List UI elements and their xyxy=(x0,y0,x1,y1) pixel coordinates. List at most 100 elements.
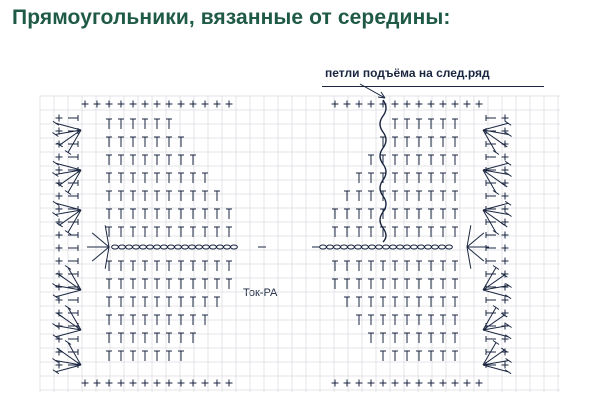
chain-stitch xyxy=(223,244,231,250)
chain-stitch xyxy=(111,244,119,250)
double-crochet-stitch xyxy=(368,208,374,219)
double-crochet-stitch xyxy=(404,226,410,237)
double-crochet-stitch xyxy=(485,297,496,303)
double-crochet-stitch xyxy=(440,154,446,165)
single-crochet-stitch xyxy=(153,379,161,387)
fan-stroke xyxy=(492,230,500,235)
double-crochet-stitch xyxy=(214,278,220,289)
fan-stroke xyxy=(55,129,82,136)
chain-stitch xyxy=(132,244,140,250)
chain-stitch xyxy=(403,244,411,250)
double-crochet-stitch xyxy=(118,278,124,289)
double-crochet-stitch xyxy=(166,118,172,129)
fan-stroke xyxy=(52,334,60,340)
single-crochet-stitch xyxy=(55,309,63,317)
double-crochet-stitch xyxy=(142,314,148,325)
single-crochet-stitch xyxy=(81,100,89,108)
double-crochet-stitch xyxy=(226,226,232,237)
double-crochet-stitch xyxy=(368,172,374,183)
double-crochet-stitch xyxy=(428,172,434,183)
fan-stroke xyxy=(55,162,82,171)
fan-stroke xyxy=(67,129,82,153)
fan-stroke xyxy=(52,172,59,177)
double-crochet-stitch xyxy=(106,154,112,165)
single-crochet-stitch xyxy=(331,379,339,387)
double-crochet-stitch xyxy=(344,190,350,201)
chain-stitch xyxy=(354,244,362,250)
fan-stroke xyxy=(52,132,59,137)
double-crochet-stitch xyxy=(452,118,458,129)
double-crochet-stitch xyxy=(130,118,136,129)
double-crochet-stitch xyxy=(428,136,434,147)
double-crochet-stitch xyxy=(428,154,434,165)
double-crochet-stitch xyxy=(154,190,160,201)
double-crochet-stitch xyxy=(428,350,434,361)
single-crochet-stitch xyxy=(189,379,197,387)
double-crochet-stitch xyxy=(368,154,374,165)
single-crochet-stitch xyxy=(225,100,233,108)
double-crochet-stitch xyxy=(154,314,160,325)
double-crochet-stitch xyxy=(202,172,208,183)
single-crochet-stitch xyxy=(427,100,435,108)
double-crochet-stitch xyxy=(485,310,496,316)
double-crochet-stitch xyxy=(440,136,446,147)
double-crochet-stitch xyxy=(118,260,124,271)
double-crochet-stitch xyxy=(202,296,208,307)
single-crochet-stitch xyxy=(55,153,63,161)
single-crochet-stitch xyxy=(105,379,113,387)
left-rectangle-chart xyxy=(52,100,238,387)
double-crochet-stitch xyxy=(118,190,124,201)
fan-stroke xyxy=(52,294,60,300)
corner-fan xyxy=(482,120,512,155)
fan-stroke xyxy=(492,265,500,270)
double-crochet-stitch xyxy=(485,271,496,277)
double-crochet-stitch xyxy=(485,245,496,251)
fan-stroke xyxy=(504,120,512,126)
single-crochet-stitch xyxy=(213,100,221,108)
double-crochet-stitch xyxy=(368,260,374,271)
single-crochet-stitch xyxy=(501,348,509,356)
chain-stitch xyxy=(431,244,439,250)
fan-stroke xyxy=(64,150,72,155)
single-crochet-stitch xyxy=(331,100,339,108)
fan-stroke xyxy=(55,329,82,338)
chain-stitch xyxy=(368,244,376,250)
fan-stroke xyxy=(492,305,500,310)
double-crochet-stitch xyxy=(344,278,350,289)
single-crochet-stitch xyxy=(403,379,411,387)
double-crochet-stitch xyxy=(356,296,362,307)
fan-stroke xyxy=(504,334,512,340)
double-crochet-stitch xyxy=(166,226,172,237)
double-crochet-stitch xyxy=(226,278,232,289)
double-crochet-stitch xyxy=(392,226,398,237)
double-crochet-stitch xyxy=(142,172,148,183)
double-crochet-stitch xyxy=(106,190,112,201)
chain-stitch xyxy=(438,244,446,250)
double-crochet-stitch xyxy=(452,154,458,165)
fan-stroke xyxy=(482,359,509,366)
double-crochet-stitch xyxy=(178,154,184,165)
double-crochet-stitch xyxy=(404,350,410,361)
double-crochet-stitch xyxy=(68,310,79,316)
single-crochet-stitch xyxy=(55,270,63,278)
fan-stroke xyxy=(466,246,485,262)
single-crochet-stitch xyxy=(141,100,149,108)
double-crochet-stitch xyxy=(452,208,458,219)
double-crochet-stitch xyxy=(485,219,496,225)
double-crochet-stitch xyxy=(130,190,136,201)
double-crochet-stitch xyxy=(154,296,160,307)
double-crochet-stitch xyxy=(130,260,136,271)
double-crochet-stitch xyxy=(380,296,386,307)
double-crochet-stitch xyxy=(68,245,79,251)
single-crochet-stitch xyxy=(81,379,89,387)
double-crochet-stitch xyxy=(130,154,136,165)
double-crochet-stitch xyxy=(166,136,172,147)
double-crochet-stitch xyxy=(392,172,398,183)
fan-stroke xyxy=(59,209,82,226)
double-crochet-stitch xyxy=(428,118,434,129)
single-crochet-stitch xyxy=(213,379,221,387)
fan-stroke xyxy=(52,160,60,166)
fan-stroke xyxy=(482,349,505,366)
double-crochet-stitch xyxy=(485,115,496,121)
